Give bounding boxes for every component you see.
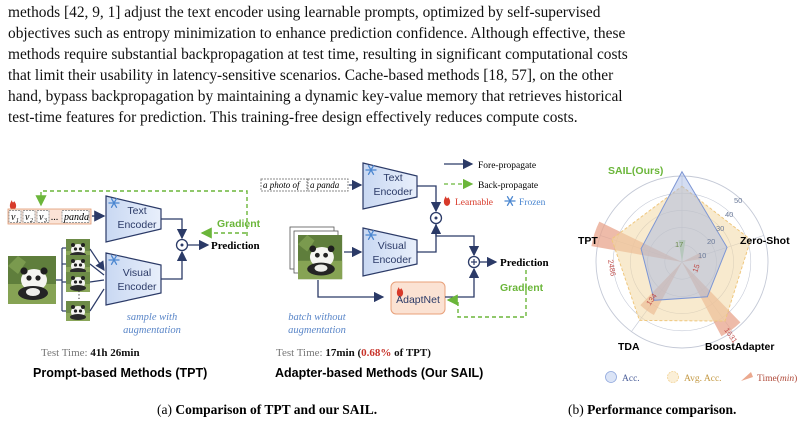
legend-avg-swatch [667, 371, 679, 383]
prompt-token-sub: 3 [43, 218, 47, 224]
radar-chart: 50 40 30 20 10 17 15 1631 134 2486 SAIL(… [578, 165, 797, 384]
radar-avg-acc-polygon [611, 185, 752, 322]
augment-note: sample with [127, 312, 177, 323]
image-batch [289, 226, 343, 280]
axis-label-sail: SAIL(Ours) [608, 165, 663, 177]
sail-test-time: Test Time: 17min (0.68% of TPT) [276, 347, 431, 359]
encoder-label: Text [383, 172, 402, 184]
legend-time: Time(min) [757, 373, 797, 384]
ring-tick: 30 [716, 224, 724, 233]
prompt-token: ... [51, 212, 59, 223]
prediction-label: Prediction [211, 240, 260, 252]
paragraph-line: methods require substantial backpropagat… [8, 46, 628, 63]
legend-fore: Fore-propagate [478, 161, 536, 171]
sail-panel-title: Adapter-based Methods (Our SAIL) [275, 366, 483, 380]
time-value-label: 17 [675, 240, 683, 249]
ring-tick: 40 [725, 210, 733, 219]
gradient-label: Gradient [500, 282, 544, 294]
adaptnet-block: AdaptNet [390, 281, 446, 315]
tpt-test-time: Test Time: 41h 26min [41, 347, 140, 359]
fixed-prompt: a photo of a panda [260, 178, 349, 192]
legend-time-swatch [741, 372, 753, 381]
prediction-label: Prediction [500, 257, 549, 269]
tpt-text-encoder: Text Encoder [105, 195, 162, 243]
prompt-token: a photo of [263, 180, 301, 190]
input-image [8, 256, 56, 304]
axis-label-boostadapter: BoostAdapter [705, 341, 774, 353]
tpt-diagram: v 1 v 2 v 3 ... panda Text Encoder Vis [7, 190, 261, 380]
prompt-token: v [25, 212, 30, 223]
sail-visual-encoder: Visual Encoder [362, 227, 418, 277]
legend-acc-swatch [605, 371, 617, 383]
ring-tick: 50 [734, 196, 742, 205]
gradient-label: Gradient [217, 218, 261, 230]
body-paragraph: methods [42, 9, 1] adjust the text encod… [8, 2, 798, 128]
encoder-label: Visual [123, 267, 151, 279]
radar-acc-polygon [640, 170, 728, 301]
encoder-label: Encoder [373, 186, 413, 198]
encoder-label: Encoder [117, 281, 157, 293]
radar-ring-ticks: 50 40 30 20 10 [698, 196, 742, 260]
paragraph-line: that limit their usability in latency-se… [8, 67, 614, 84]
paragraph-line: objectives such as entropy minimization … [8, 25, 626, 42]
caption-a: (a) Comparison of TPT and our SAIL. [157, 402, 377, 417]
prompt-token: v [11, 212, 16, 223]
time-value-label: 15 [690, 263, 701, 274]
encoder-label: Text [127, 205, 146, 217]
time-value-label: 2486 [606, 259, 618, 277]
caption-b: (b) Performance comparison. [568, 402, 736, 417]
encoder-label: Encoder [117, 219, 157, 231]
legend-learnable: Learnable [455, 198, 493, 208]
paragraph-line: test-time features for prediction. This … [8, 109, 578, 126]
encoder-label: Encoder [372, 254, 412, 266]
augment-note: augmentation [123, 325, 181, 336]
legend-acc: Acc. [622, 374, 640, 384]
learnable-prompt: v 1 v 2 v 3 ... panda [7, 208, 92, 225]
sail-diagram: Fore-propagate Back-propagate Learnable … [260, 158, 549, 380]
ring-tick: 10 [698, 251, 706, 260]
svg-text:⋮: ⋮ [74, 290, 84, 301]
prompt-token-sub: 1 [16, 218, 19, 224]
axis-label-zero-shot: Zero-Shot [740, 235, 790, 247]
prompt-token: panda [63, 212, 89, 223]
paragraph-line: methods [42, 9, 1] adjust the text encod… [8, 4, 601, 21]
tpt-panel-title: Prompt-based Methods (TPT) [33, 366, 207, 380]
axis-label-tpt: TPT [578, 235, 598, 247]
snowflake-icon [504, 196, 516, 206]
augmented-sample [66, 301, 90, 321]
tpt-visual-encoder: Visual Encoder [105, 252, 162, 306]
radar-legend: Acc. Avg. Acc. Time(min) [605, 371, 797, 384]
prompt-token-sub: 2 [30, 218, 33, 224]
adaptnet-label: AdaptNet [396, 294, 440, 306]
radar-axis-labels: SAIL(Ours) Zero-Shot BoostAdapter TDA TP… [578, 165, 790, 353]
batch-note: augmentation [288, 325, 346, 336]
batch-note: batch without [288, 312, 347, 323]
prompt-token: a panda [310, 180, 340, 190]
legend-avg: Avg. Acc. [684, 374, 722, 384]
ring-tick: 20 [707, 237, 715, 246]
augmented-sample [66, 272, 90, 292]
prompt-token: v [39, 212, 44, 223]
encoder-label: Visual [378, 240, 406, 252]
axis-label-tda: TDA [618, 341, 640, 353]
legend-frozen: Frozen [519, 198, 546, 208]
sail-text-encoder: Text Encoder [362, 162, 418, 210]
diagram-legend: Fore-propagate Back-propagate Learnable … [443, 158, 546, 208]
legend-back: Back-propagate [478, 181, 538, 191]
paragraph-line: hand, bypass backpropagation by maintain… [8, 88, 623, 105]
